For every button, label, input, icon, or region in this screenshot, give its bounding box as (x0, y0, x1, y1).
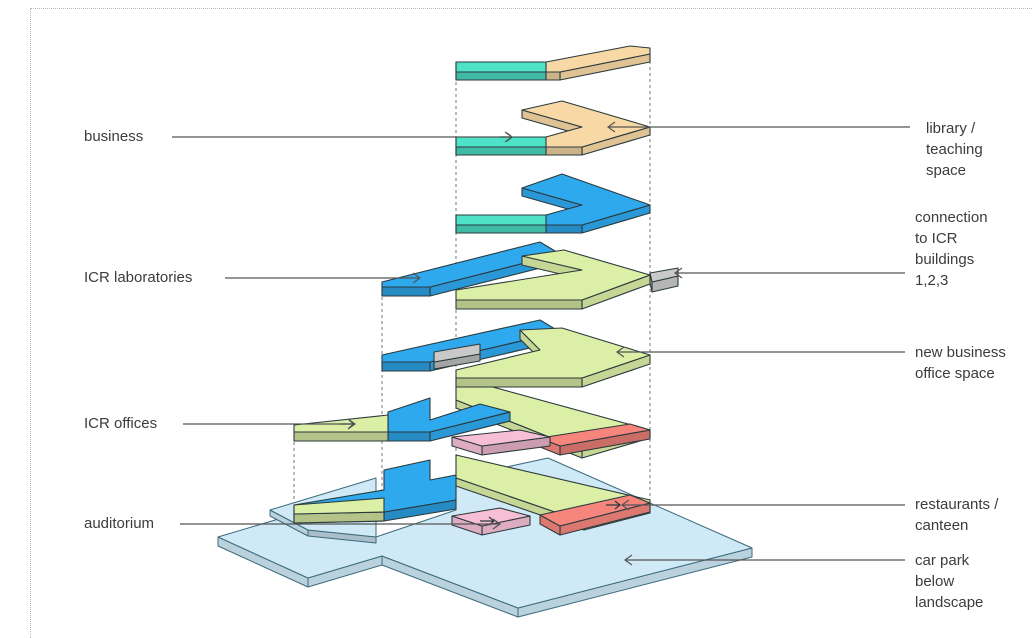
leader-arrowheads (347, 121, 683, 566)
level5-teal-side-0 (455, 224, 547, 234)
level3-lime-v-top (455, 327, 651, 379)
label-auditorium: auditorium (84, 515, 155, 532)
level1-lime-west (293, 497, 385, 524)
level2-pink (451, 429, 551, 456)
level3-lime-v-side-2 (455, 377, 583, 388)
label-connection-to-icr-buildings: connection to ICR buildings 1,2,3 (915, 209, 988, 289)
level1-restaurant (539, 494, 651, 536)
level5-teal-top (455, 214, 547, 226)
level4-lime-v-top (455, 249, 651, 301)
label-new-business-office-space: new business office space (915, 344, 1006, 382)
level1-lime-west-top (293, 497, 385, 515)
label-car-park-below-landscape: car park below landscape (915, 552, 984, 611)
level7-teal (455, 61, 547, 81)
floor-plates (293, 45, 679, 536)
plate-arrow-3 (606, 500, 621, 510)
level5-teal (455, 214, 547, 234)
level6-teal-side-0 (455, 146, 547, 156)
level3-lime-v (455, 327, 651, 388)
level3-blue-top (381, 319, 561, 363)
level2-blue-top (387, 397, 511, 433)
level7-teal-side-0 (455, 71, 547, 81)
level7-teal-top (455, 61, 547, 73)
level6-teal (455, 136, 547, 156)
level4-blue-top (381, 241, 561, 288)
label-icr-offices: ICR offices (84, 415, 158, 432)
level1-restaurant-top (539, 494, 651, 527)
level6-teal-top (455, 136, 547, 148)
level1-auditorium-pink (451, 507, 531, 536)
level3-grey-link (433, 343, 481, 370)
level4-blue-side-1 (381, 286, 431, 297)
label-icr-laboratories: ICR laboratories (84, 269, 193, 286)
level1-auditorium-pink-top (451, 507, 531, 527)
dotted-frame-left (30, 8, 31, 638)
level2-blue (387, 397, 511, 442)
level4-lime-v (455, 249, 651, 310)
level2-salmon-top (539, 423, 651, 447)
label-restaurants-canteen: restaurants / canteen (915, 496, 999, 534)
level2-lime-west (293, 414, 389, 442)
label-library-teaching-space: library / teaching space (926, 120, 983, 179)
level4-lime-v-side-2 (455, 299, 583, 310)
dotted-frame-top (30, 8, 1032, 9)
level2-lime-west-side-0 (293, 431, 389, 442)
level4-grey-connection (649, 267, 679, 293)
level2-blue-side-1 (387, 431, 431, 442)
level3-blue-side-1 (381, 361, 431, 372)
level4-grey-connection-top (649, 267, 679, 283)
leader-lines (172, 126, 910, 561)
level2-pink-top (451, 429, 551, 447)
level3-grey-link-top (433, 343, 481, 363)
label-business: business (84, 128, 144, 145)
